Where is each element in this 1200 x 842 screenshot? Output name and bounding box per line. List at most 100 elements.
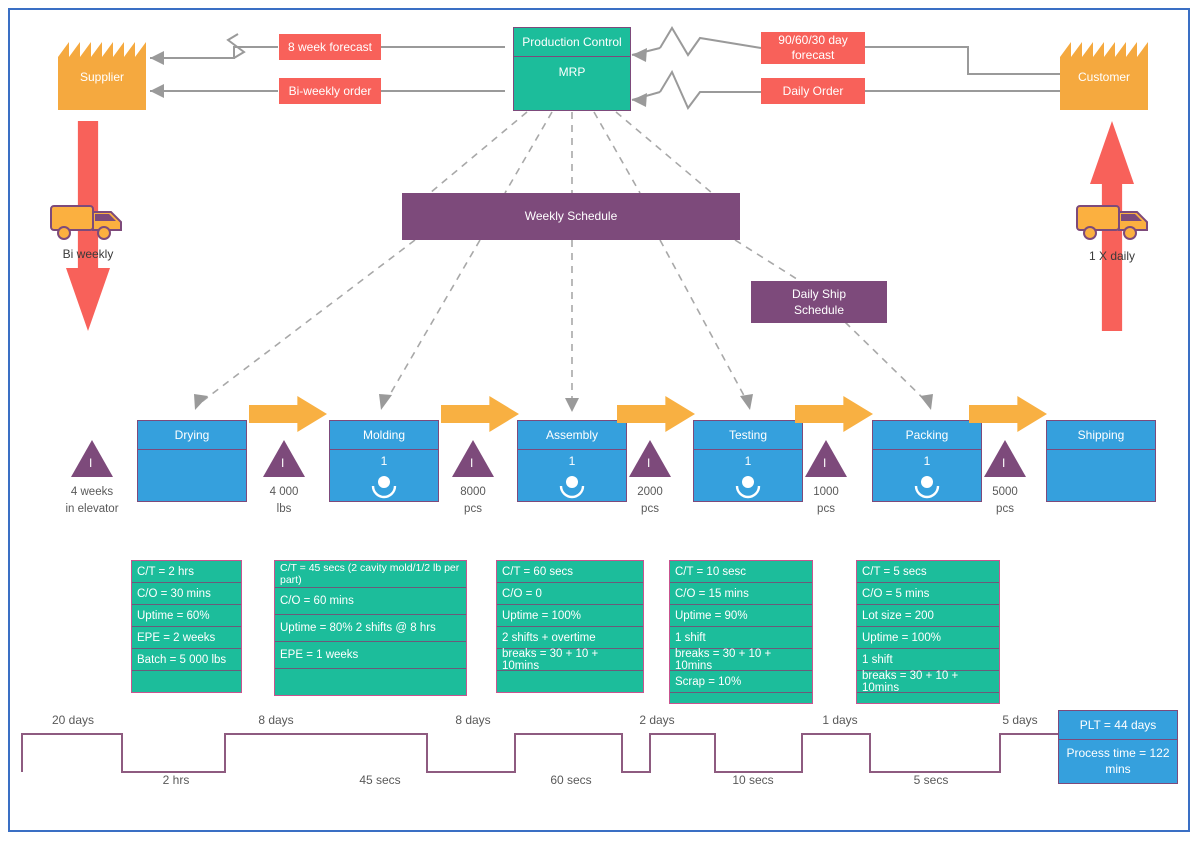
inventory-triangle-icon: I xyxy=(71,440,113,477)
data-row: Uptime = 100% xyxy=(857,627,999,649)
supplier-factory[interactable]: Supplier xyxy=(58,42,146,110)
data-row: Scrap = 10% xyxy=(670,671,812,693)
data-box-assembly[interactable]: C/T = 60 secs C/O = 0 Uptime = 100% 2 sh… xyxy=(496,560,644,693)
inventory-triangle-icon: I xyxy=(984,440,1026,477)
operator-count: 1 xyxy=(744,454,752,468)
process-box-drying[interactable]: Drying xyxy=(137,420,247,502)
inventory-amount: 4 000 xyxy=(269,486,299,498)
process-box-assembly[interactable]: Assembly 1 xyxy=(517,420,627,502)
process-time-1: 2 hrs xyxy=(162,773,190,787)
process-body: 1 xyxy=(518,450,626,502)
operator-icon xyxy=(371,476,397,499)
truck-icon xyxy=(1076,205,1148,240)
data-row: Uptime = 80% 2 shifts @ 8 hrs xyxy=(275,615,466,642)
process-box-testing[interactable]: Testing 1 xyxy=(693,420,803,502)
process-time-total: Process time = 122 mins xyxy=(1066,746,1170,776)
data-box-packing[interactable]: C/T = 5 secs C/O = 5 mins Lot size = 200… xyxy=(856,560,1000,704)
data-row: Uptime = 90% xyxy=(670,605,812,627)
data-row: C/T = 45 secs (2 cavity mold/1/2 lb per … xyxy=(275,561,466,588)
process-box-packing[interactable]: Packing 1 xyxy=(872,420,982,502)
info-box-forecast-left[interactable]: 8 week forecast xyxy=(279,34,381,60)
data-row: 2 shifts + overtime xyxy=(497,627,643,649)
customer-factory[interactable]: Customer xyxy=(1060,42,1148,110)
plt-value: PLT = 44 days xyxy=(1059,711,1177,740)
data-row xyxy=(497,671,643,692)
process-time-3: 60 secs xyxy=(550,773,592,787)
process-box-molding[interactable]: Molding 1 xyxy=(329,420,439,502)
lead-time-1: 20 days xyxy=(51,713,95,727)
lead-time-4: 2 days xyxy=(639,713,675,727)
data-row: breaks = 30 + 10 + 10mins xyxy=(670,648,812,672)
data-row: EPE = 2 weeks xyxy=(132,627,241,649)
process-box-shipping[interactable]: Shipping xyxy=(1046,420,1156,502)
process-name: Testing xyxy=(694,421,802,450)
inventory-amount: 2000 xyxy=(637,486,663,498)
inventory-unit: in elevator xyxy=(65,503,119,516)
operator-count: 1 xyxy=(380,454,388,468)
inventory-triangle-icon: I xyxy=(263,440,305,477)
inventory-marker-4[interactable]: I 2000 pcs xyxy=(629,440,671,515)
inventory-i-glyph: I xyxy=(647,456,651,470)
data-row: C/O = 15 mins xyxy=(670,583,812,605)
process-body: 1 xyxy=(873,450,981,502)
weekly-schedule-label: Weekly Schedule xyxy=(524,209,618,224)
outbound-frequency-label: 1 X daily xyxy=(1088,249,1136,263)
weekly-schedule-box[interactable]: Weekly Schedule xyxy=(402,193,740,240)
lead-time-3: 8 days xyxy=(455,713,491,727)
data-row: Uptime = 60% xyxy=(132,605,241,627)
daily-ship-schedule-box[interactable]: Daily Ship Schedule xyxy=(751,281,887,323)
inventory-marker-3[interactable]: I 8000 pcs xyxy=(452,440,494,515)
inventory-marker-2[interactable]: I 4 000 lbs xyxy=(263,440,305,515)
inventory-amount: 4 weeks xyxy=(70,486,114,498)
schedule-dashed-lines xyxy=(194,111,933,412)
data-row: 1 shift xyxy=(670,627,812,649)
data-box-drying[interactable]: C/T = 2 hrs C/O = 30 mins Uptime = 60% E… xyxy=(131,560,242,693)
inventory-amount: 5000 xyxy=(992,486,1018,498)
data-row: breaks = 30 + 10 + 10mins xyxy=(497,648,643,672)
data-row xyxy=(857,693,999,703)
summary-box[interactable]: PLT = 44 days Process time = 122 mins xyxy=(1058,710,1178,784)
operator-count: 1 xyxy=(568,454,576,468)
inbound-frequency-label: Bi weekly xyxy=(62,247,114,261)
info-box-order-left[interactable]: Bi-weekly order xyxy=(279,78,381,104)
data-row: C/O = 30 mins xyxy=(132,583,241,605)
production-control-box[interactable]: Production Control MRP xyxy=(513,27,631,111)
customer-label: Customer xyxy=(1077,70,1130,84)
process-name: Drying xyxy=(138,421,246,450)
inventory-unit: pcs xyxy=(464,503,482,516)
production-control-header: Production Control xyxy=(514,28,630,57)
lead-time-6: 5 days xyxy=(1002,713,1038,727)
inventory-amount: 8000 xyxy=(460,486,486,498)
inventory-unit: pcs xyxy=(817,503,835,516)
production-control-body: MRP xyxy=(558,65,586,79)
process-time-2: 45 secs xyxy=(359,773,401,787)
inventory-unit: lbs xyxy=(276,503,292,516)
data-box-molding[interactable]: C/T = 45 secs (2 cavity mold/1/2 lb per … xyxy=(274,560,467,696)
inventory-marker-5[interactable]: I 1000 pcs xyxy=(805,440,847,515)
data-row xyxy=(275,669,466,695)
data-row: C/T = 60 secs xyxy=(497,561,643,583)
info-box-forecast-right[interactable]: 90/60/30 day forecast xyxy=(761,32,865,64)
inventory-marker-6[interactable]: I 5000 pcs xyxy=(984,440,1026,515)
lead-time-5: 1 days xyxy=(822,713,858,727)
inventory-i-glyph: I xyxy=(470,456,474,470)
operator-count: 1 xyxy=(923,454,931,468)
operator-icon xyxy=(914,476,940,499)
lead-time-2: 8 days xyxy=(258,713,294,727)
daily-ship-line-2: Schedule xyxy=(793,303,845,317)
data-row: C/T = 10 sesc xyxy=(670,561,812,583)
data-row: C/T = 5 secs xyxy=(857,561,999,583)
data-row: C/T = 2 hrs xyxy=(132,561,241,583)
supplier-label: Supplier xyxy=(79,70,125,84)
inventory-marker-1[interactable]: I 4 weeks in elevator xyxy=(65,440,119,515)
data-row: C/O = 60 mins xyxy=(275,588,466,615)
data-row xyxy=(670,693,812,703)
factory-icon xyxy=(58,42,146,110)
process-body xyxy=(1047,450,1155,502)
info-box-order-right[interactable]: Daily Order xyxy=(761,78,865,104)
data-box-testing[interactable]: C/T = 10 sesc C/O = 15 mins Uptime = 90%… xyxy=(669,560,813,704)
process-name: Shipping xyxy=(1047,421,1155,450)
process-name: Assembly xyxy=(518,421,626,450)
operator-icon xyxy=(559,476,585,499)
